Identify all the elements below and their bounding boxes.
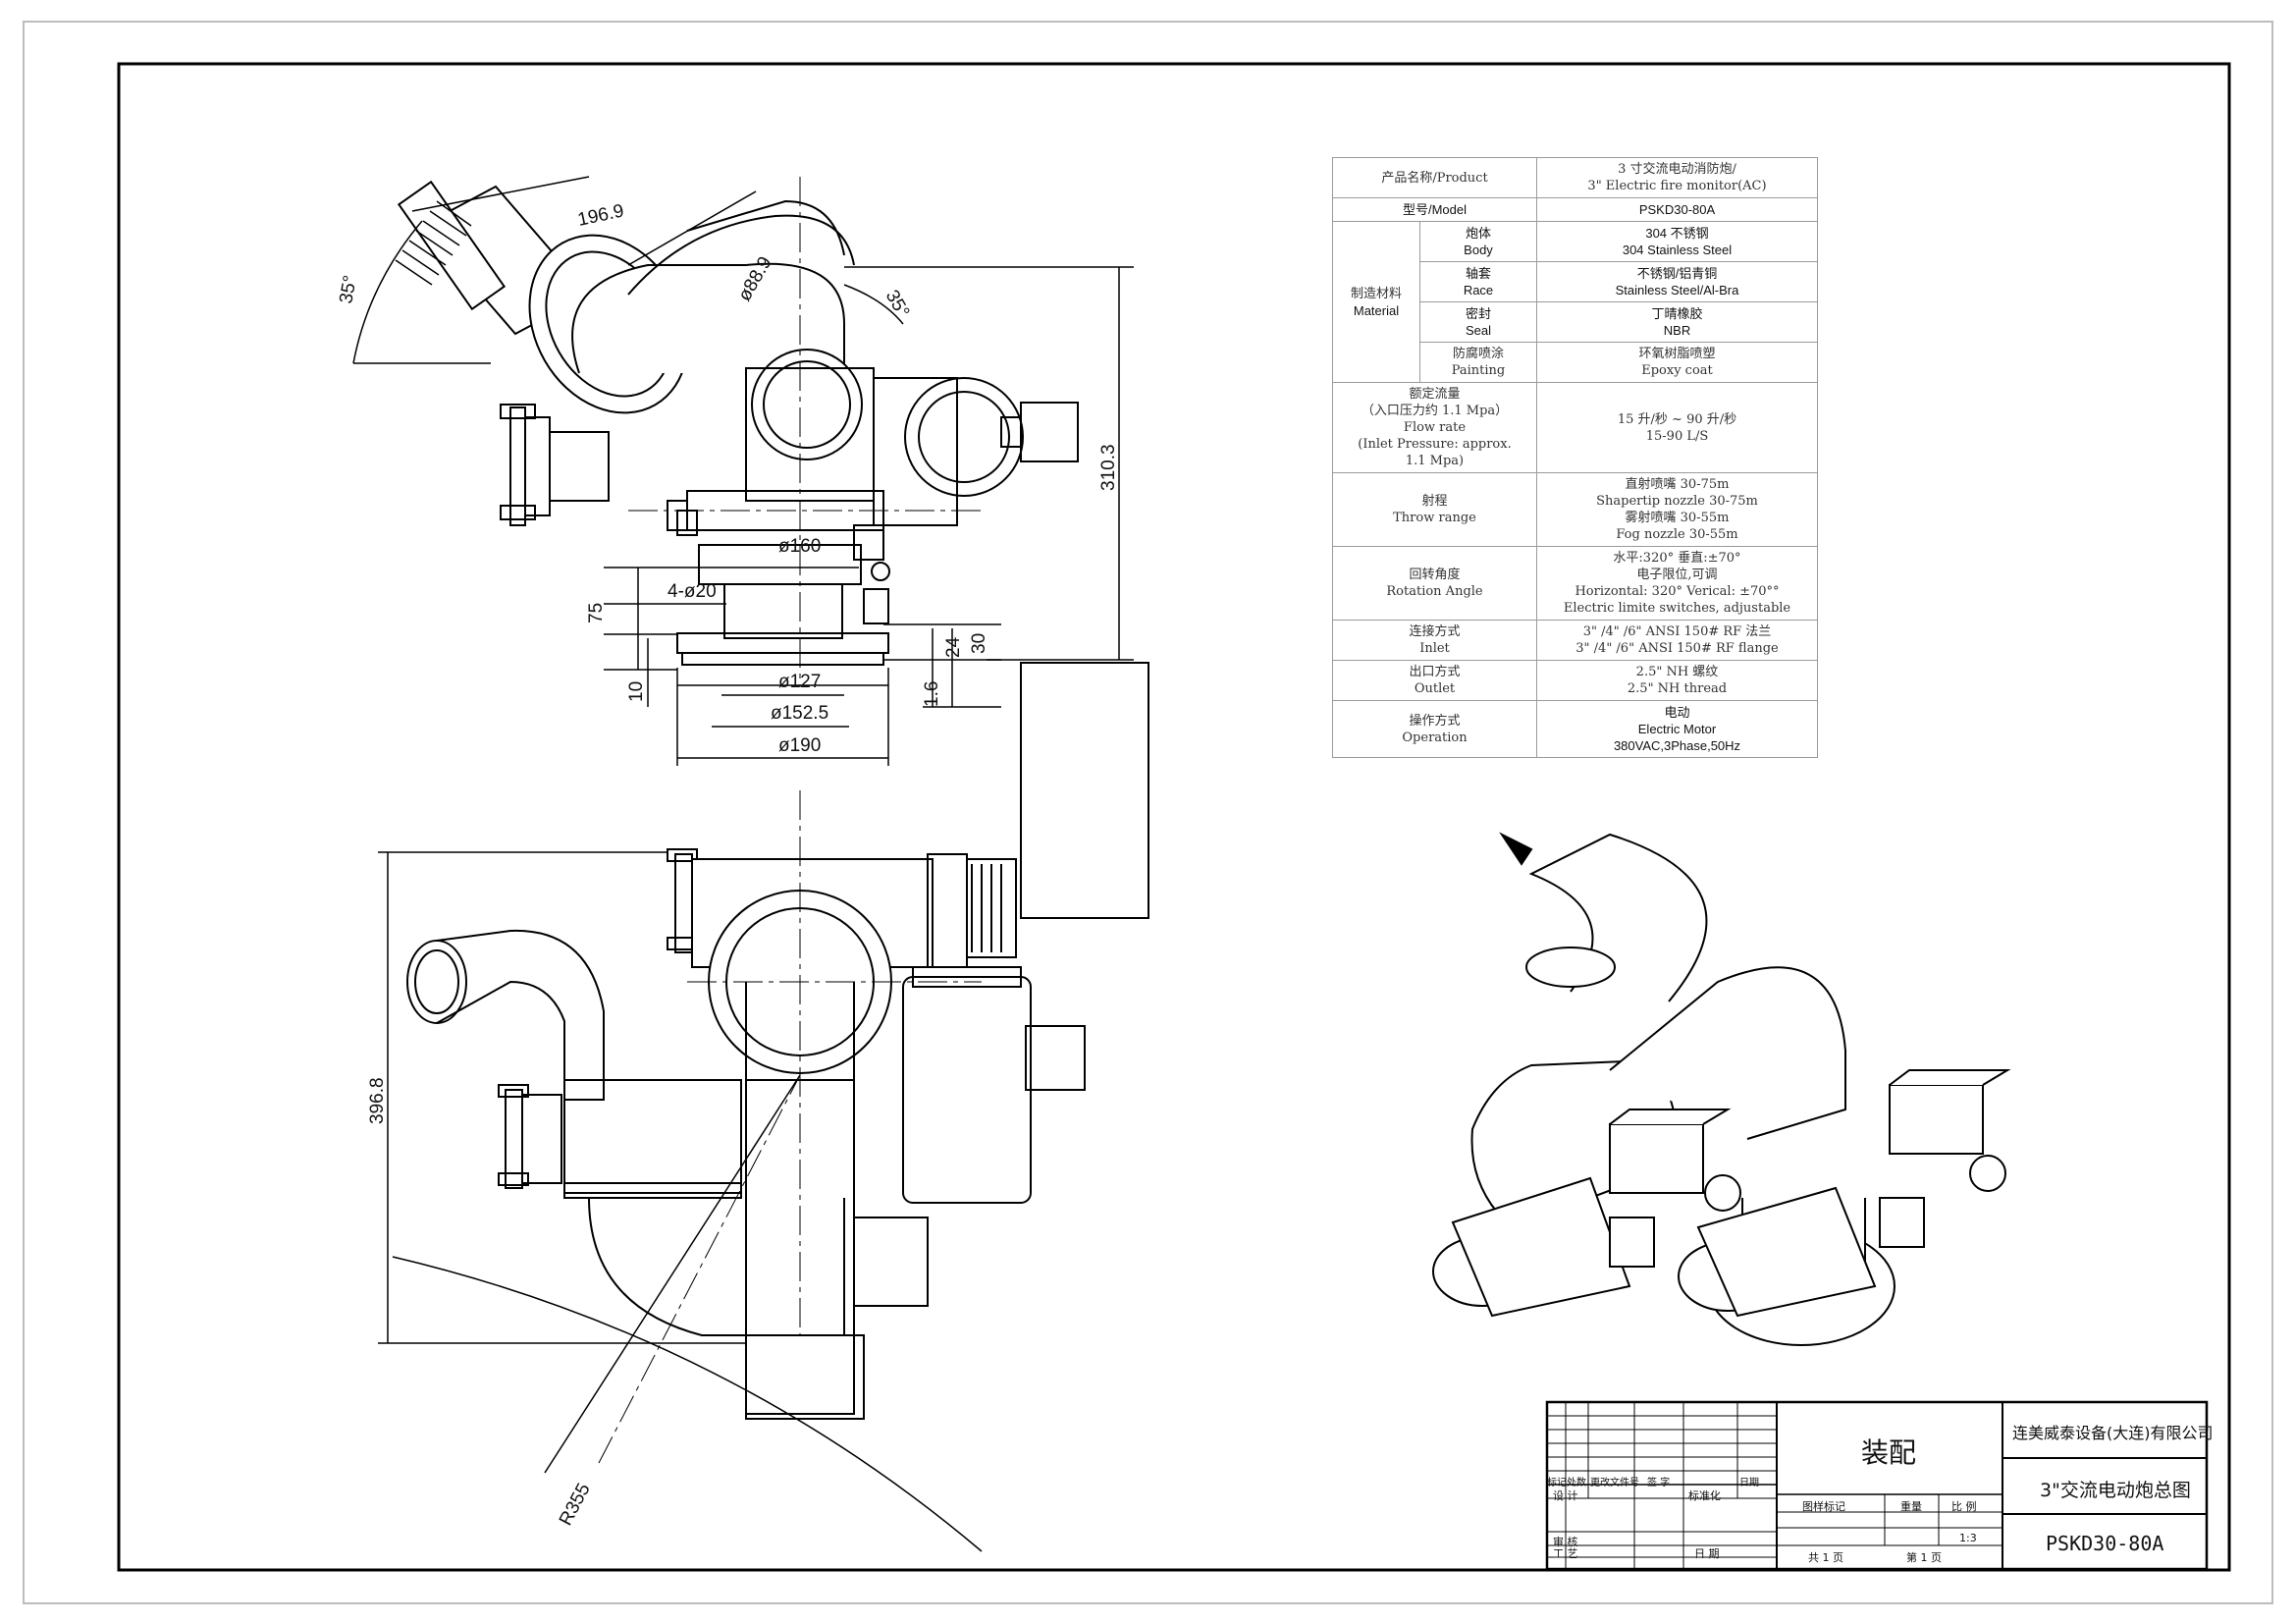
sheet-number: 第 1 页 — [1906, 1551, 1942, 1564]
top-view — [392, 790, 1086, 1552]
spec-row-rotation: 回转角度 Rotation Angle 水平:320° 垂直:±70° 电子限位… — [1332, 546, 1818, 621]
dim-nozzle-length: 196.9 — [576, 200, 626, 230]
material-label: 制造材料 Material — [1332, 221, 1420, 383]
side-view — [395, 177, 1149, 919]
rotation-value: 水平:320° 垂直:±70° 电子限位,可调 Horizontal: 320°… — [1536, 546, 1818, 621]
spec-row-throw: 射程 Throw range 直射喷嘴 30-75m Shapertip noz… — [1332, 472, 1818, 547]
dim-bolt-holes: 4-ø20 — [667, 581, 717, 602]
product-value: 3 寸交流电动消防炮/ 3" Electric fire monitor(AC) — [1536, 157, 1818, 198]
top-view-dimensions — [378, 851, 801, 1474]
flow-value: 15 升/秒 ~ 90 升/秒 15-90 L/S — [1536, 382, 1818, 473]
dim-flange-30: 30 — [969, 633, 989, 654]
spec-row-race: 轴套 Race 不锈钢/铝青铜 Stainless Steel/Al-Bra — [1333, 261, 1818, 302]
specification-table: 产品名称/Product 3 寸交流电动消防炮/ 3" Electric fir… — [1332, 157, 1818, 758]
material-part: 密封 Seal — [1419, 301, 1537, 343]
dim-overall-width: 396.8 — [367, 1077, 388, 1124]
dim-inner-diameter: ø127 — [778, 672, 821, 692]
spec-row-outlet: 出口方式 Outlet 2.5" NH 螺纹 2.5" NH thread — [1332, 660, 1818, 701]
spec-row-operation: 操作方式 Operation 电动 Electric Motor 380VAC,… — [1332, 700, 1818, 758]
dim-height: 310.3 — [1098, 444, 1119, 491]
spec-row-inlet: 连接方式 Inlet 3" /4" /6" ANSI 150# RF 法兰 3"… — [1332, 620, 1818, 661]
scale-label: 比 例 — [1951, 1500, 1977, 1513]
throw-value: 直射喷嘴 30-75m Shapertip nozzle 30-75m 雾射喷嘴… — [1536, 472, 1818, 547]
isometric-view — [1432, 832, 2011, 1346]
inlet-label: 连接方式 Inlet — [1332, 620, 1537, 661]
process-label: 工 艺 — [1553, 1547, 1578, 1560]
material-value: 304 不锈钢 304 Stainless Steel — [1536, 221, 1818, 262]
material-value: 不锈钢/铝青铜 Stainless Steel/Al-Bra — [1536, 261, 1818, 302]
side-view-labels: 196.9 35° ø88.9 35° 310.3 ø160 4-ø20 75 … — [336, 200, 1119, 756]
title-block: 标记 处数 更改文件号 签 字 日期 设 计 标准化 审 核 工 艺 日 期 装… — [1547, 1402, 2214, 1569]
rev-header-doc: 更改文件号 — [1590, 1478, 1639, 1488]
rotation-label: 回转角度 Rotation Angle — [1332, 546, 1537, 621]
dim-angle-left: 35° — [336, 274, 361, 305]
material-part: 防腐喷涂 Painting — [1419, 342, 1537, 383]
date-label: 日 期 — [1694, 1547, 1720, 1560]
model-value: PSKD30-80A — [1536, 197, 1818, 222]
outlet-value: 2.5" NH 螺纹 2.5" NH thread — [1536, 660, 1818, 701]
material-value: 环氧树脂喷塑 Epoxy coat — [1536, 342, 1818, 383]
rev-header-date: 日期 — [1739, 1478, 1759, 1488]
review-label: 审 核 — [1553, 1536, 1578, 1548]
material-part: 轴套 Race — [1419, 261, 1537, 302]
top-view-labels: 396.8 R355 — [367, 1077, 595, 1529]
inlet-value: 3" /4" /6" ANSI 150# RF 法兰 3" /4" /6" AN… — [1536, 620, 1818, 661]
spec-row-seal: 密封 Seal 丁晴橡胶 NBR — [1333, 301, 1818, 343]
dim-bolt-circle: ø152.5 — [771, 703, 828, 724]
drawing-title: 3"交流电动炮总图 — [2040, 1480, 2191, 1501]
company-name: 连美威泰设备(大连)有限公司 — [2012, 1424, 2214, 1442]
rev-header-count: 处数 — [1567, 1478, 1586, 1488]
spec-row-model: 型号/Model PSKD30-80A — [1332, 197, 1818, 222]
assembly-label: 装配 — [1861, 1436, 1917, 1469]
stage-mark-label: 图样标记 — [1802, 1500, 1845, 1513]
flow-label: 额定流量 （入口压力约 1.1 Mpa） Flow rate (Inlet Pr… — [1332, 382, 1537, 473]
throw-label: 射程 Throw range — [1332, 472, 1537, 547]
rev-header-sign: 签 字 — [1647, 1478, 1671, 1488]
dim-collar-diameter: ø160 — [778, 536, 821, 557]
dim-angle-right: 35° — [881, 287, 914, 321]
operation-label: 操作方式 Operation — [1332, 700, 1537, 758]
spec-row-painting: 防腐喷涂 Painting 环氧树脂喷塑 Epoxy coat — [1333, 342, 1818, 383]
outer-border — [23, 21, 2273, 1604]
design-label: 设 计 — [1553, 1489, 1578, 1502]
total-sheets: 共 1 页 — [1808, 1551, 1843, 1564]
dim-gasket: 1.6 — [922, 681, 942, 707]
rev-header-mark: 标记 — [1547, 1478, 1567, 1488]
dim-rotation-radius: R355 — [556, 1480, 595, 1529]
material-value: 丁晴橡胶 NBR — [1536, 301, 1818, 343]
spec-row-body: 制造材料 Material 炮体 Body 304 不锈钢 304 Stainl… — [1332, 221, 1818, 383]
dim-base-height: 75 — [586, 603, 607, 623]
dim-flange-thickness: 10 — [626, 681, 647, 702]
model-label: 型号/Model — [1332, 197, 1537, 222]
drawing-frame — [117, 62, 2231, 1572]
spec-row-product: 产品名称/Product 3 寸交流电动消防炮/ 3" Electric fir… — [1332, 157, 1818, 198]
spec-row-flow: 额定流量 （入口压力约 1.1 Mpa） Flow rate (Inlet Pr… — [1332, 382, 1818, 473]
dim-flange-od: ø190 — [778, 735, 821, 756]
operation-value: 电动 Electric Motor 380VAC,3Phase,50Hz — [1536, 700, 1818, 758]
outlet-label: 出口方式 Outlet — [1332, 660, 1537, 701]
title-block-lines — [1545, 1400, 2209, 1571]
weight-label: 重量 — [1900, 1500, 1922, 1513]
product-label: 产品名称/Product — [1332, 157, 1537, 198]
dim-flange-24: 24 — [943, 636, 964, 658]
scale-value: 1:3 — [1959, 1532, 1977, 1544]
standardization-label: 标准化 — [1688, 1489, 1721, 1502]
drawing-number: PSKD30-80A — [2046, 1532, 2164, 1555]
side-view-dimensions — [352, 176, 1134, 766]
material-part: 炮体 Body — [1419, 221, 1537, 262]
